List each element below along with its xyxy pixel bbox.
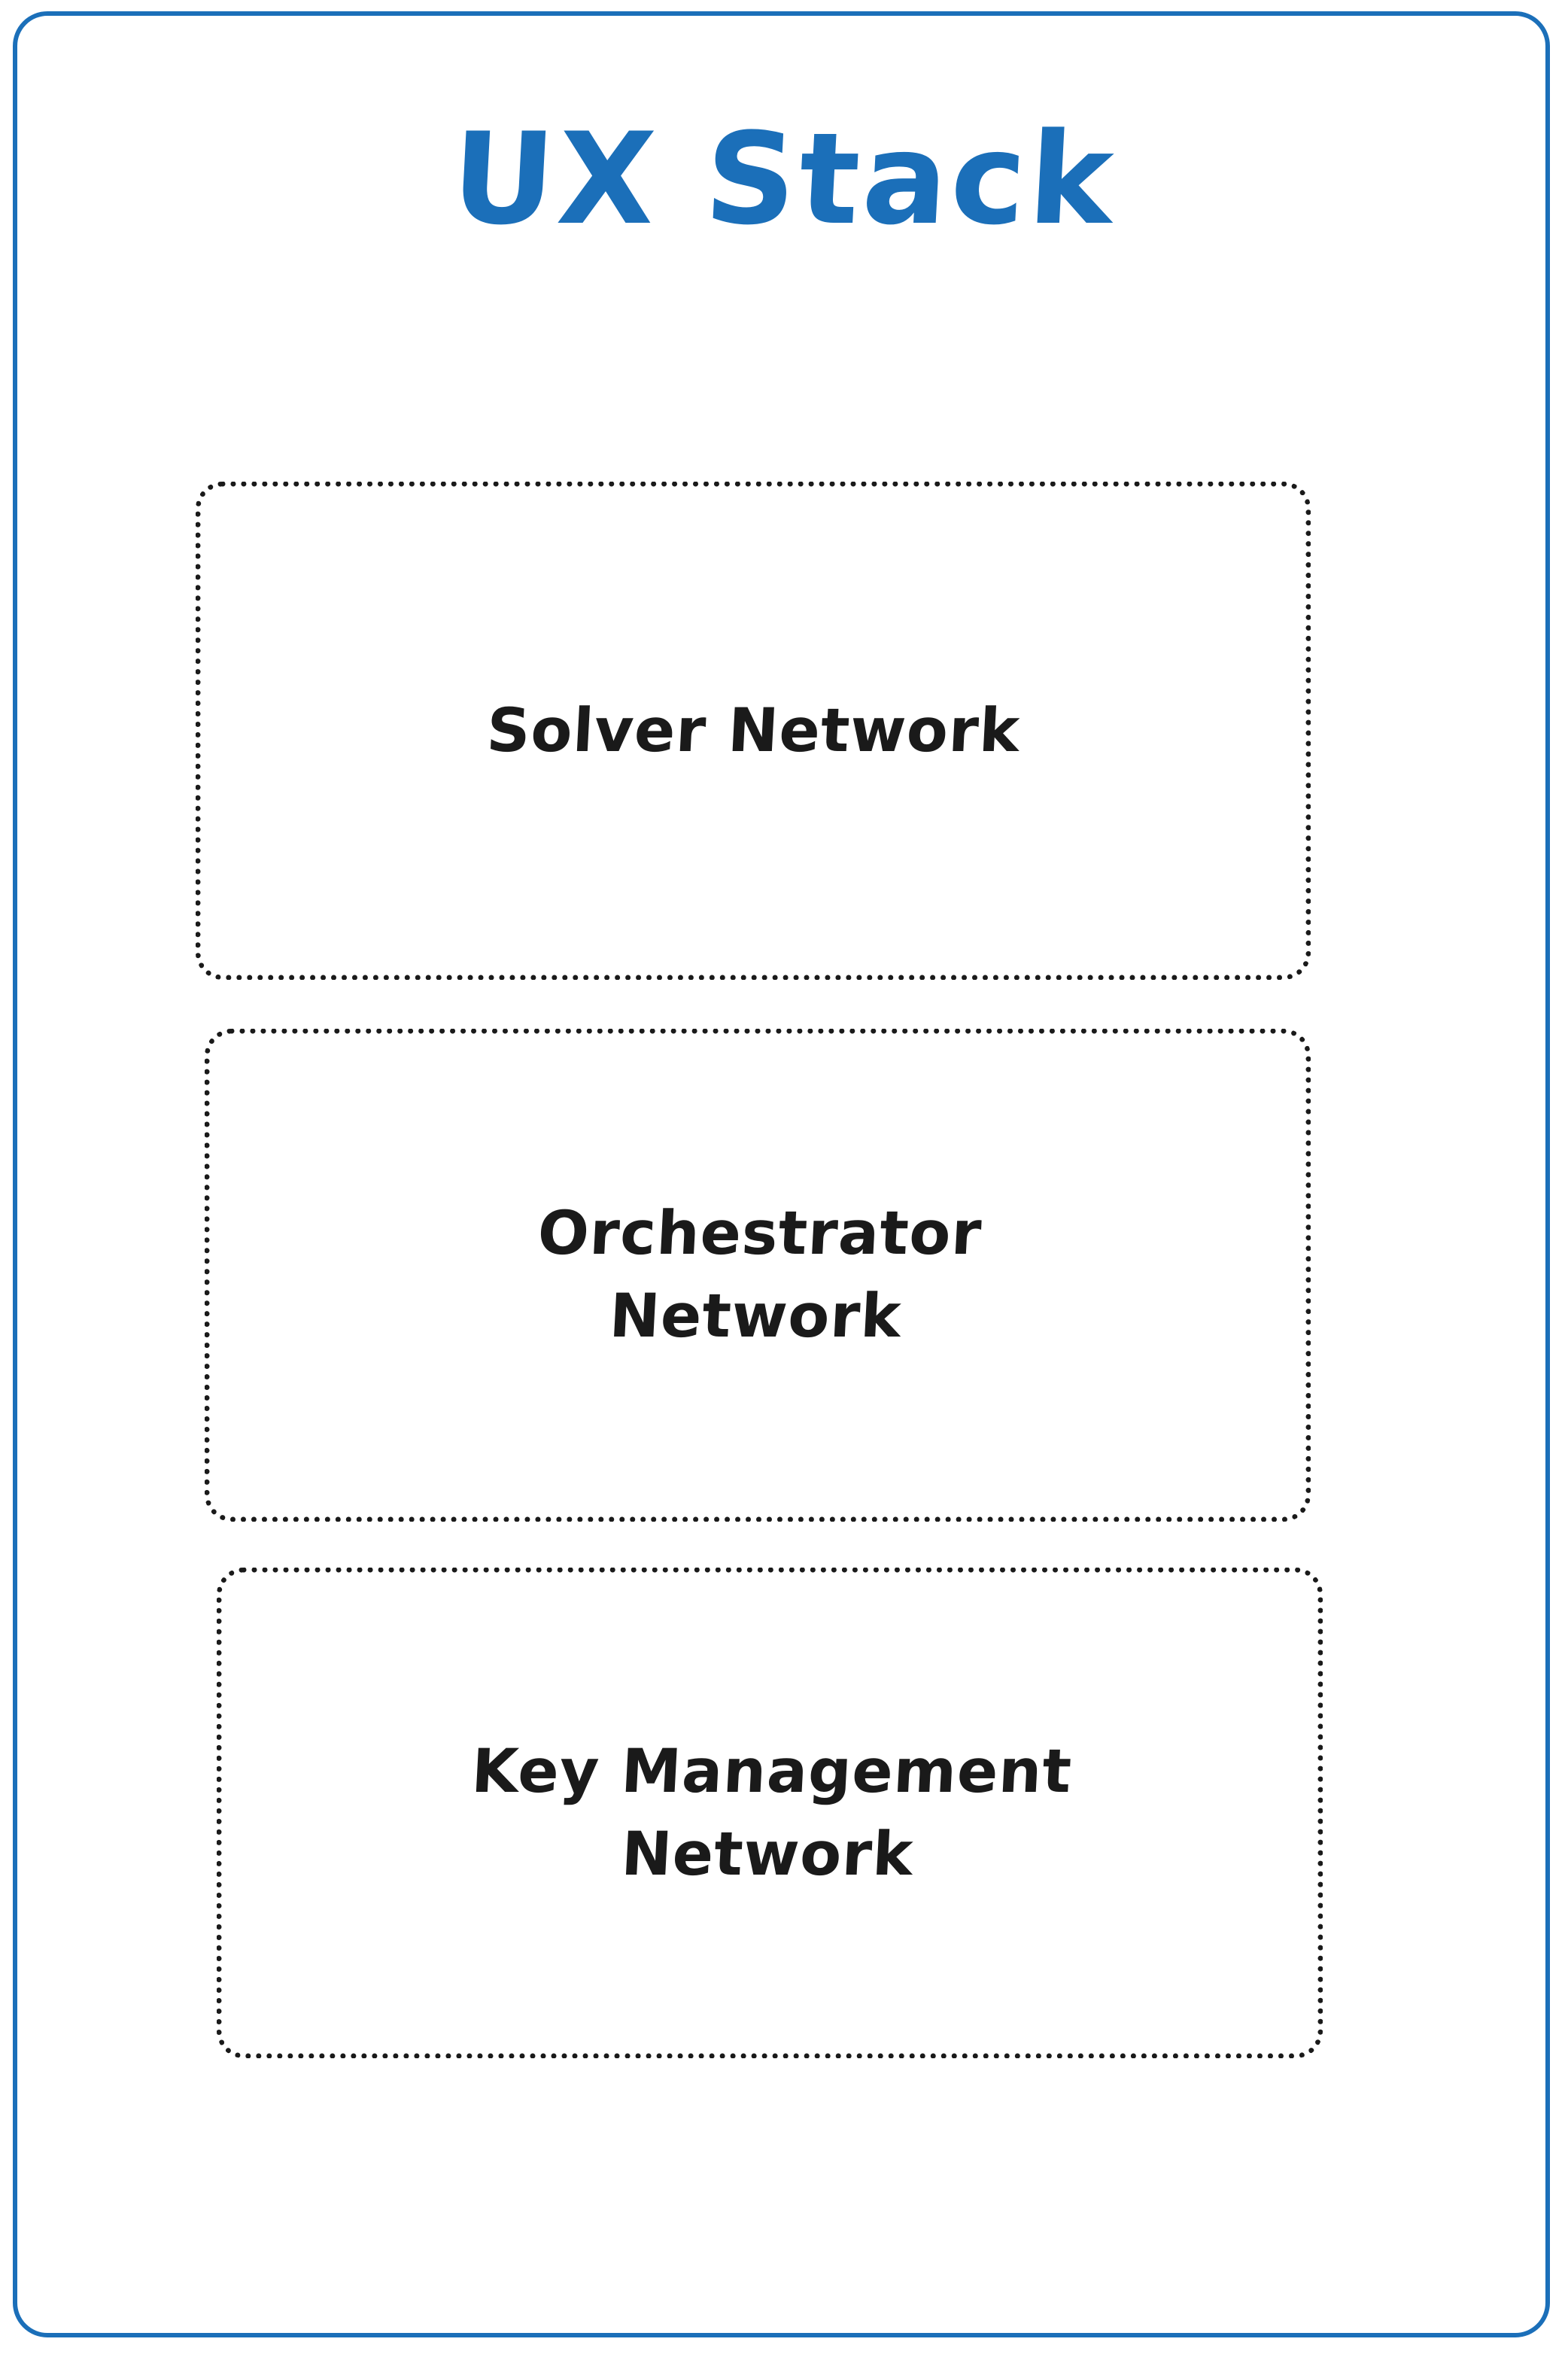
stack-layer-label: Orchestrator Network: [501, 1192, 1014, 1358]
stack-layer-label-line-1: Solver Network: [485, 695, 1022, 765]
stack-layer-key-management-network[interactable]: Key Management Network: [217, 1568, 1323, 2058]
stack-layer-label-line-2: Network: [619, 1819, 916, 1889]
stack-layer-label: Solver Network: [454, 689, 1052, 772]
stack-layer-label: Key Management Network: [435, 1730, 1104, 1896]
stack-layer-solver-network[interactable]: Solver Network: [196, 482, 1311, 980]
page-title: UX Stack: [448, 105, 1120, 253]
stack-layer-orchestrator-network[interactable]: Orchestrator Network: [205, 1029, 1311, 1522]
stack-layer-label-line-1: Orchestrator: [536, 1198, 984, 1269]
stack-layer-label-line-2: Network: [607, 1281, 904, 1352]
outer-frame-border: [13, 11, 1550, 2337]
stack-layer-label-line-1: Key Management: [469, 1735, 1074, 1806]
